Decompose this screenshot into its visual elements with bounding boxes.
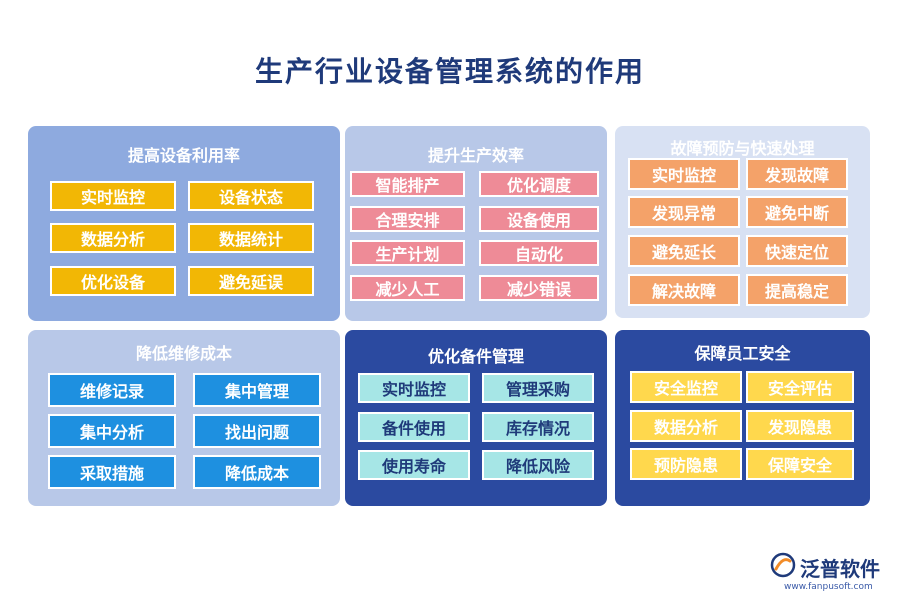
tag: 数据分析: [630, 410, 742, 442]
tag: 合理安排: [350, 206, 465, 232]
tag: 生产计划: [350, 240, 465, 266]
panel-fault-prevention: 故障预防与快速处理 实时监控 发现故障 发现异常 避免中断 避免延长 快速定位 …: [615, 126, 870, 318]
tag: 采取措施: [48, 455, 176, 489]
tag: 数据统计: [188, 223, 314, 253]
tag: 预防隐患: [630, 448, 742, 480]
tag: 库存情况: [482, 412, 594, 442]
logo-text: 泛普软件: [800, 556, 880, 581]
tag: 备件使用: [358, 412, 470, 442]
tag: 避免延误: [188, 266, 314, 296]
tag: 维修记录: [48, 373, 176, 407]
tag: 安全评估: [746, 371, 854, 403]
tag: 避免中断: [746, 196, 848, 228]
panel-spare-parts: 优化备件管理 实时监控 管理采购 备件使用 库存情况 使用寿命 降低风险: [345, 330, 607, 506]
fanpu-logo-icon: [770, 552, 796, 582]
tag: 发现隐患: [746, 410, 854, 442]
panel-title: 故障预防与快速处理: [670, 139, 815, 158]
tag: 自动化: [479, 240, 599, 266]
tag: 发现异常: [628, 196, 740, 228]
tag: 找出问题: [193, 414, 321, 448]
logo-url: www.fanpusoft.com: [784, 582, 873, 592]
tag: 减少人工: [350, 275, 465, 301]
tag: 设备使用: [479, 206, 599, 232]
tag: 管理采购: [482, 373, 594, 403]
panel-title: 提高设备利用率: [127, 146, 240, 165]
tag: 数据分析: [50, 223, 176, 253]
panel-title: 优化备件管理: [427, 347, 524, 366]
tag: 设备状态: [188, 181, 314, 211]
tag: 发现故障: [746, 158, 848, 190]
panel-reduce-maintenance-cost: 降低维修成本 维修记录 集中管理 集中分析 找出问题 采取措施 降低成本: [28, 330, 340, 506]
tag: 实时监控: [358, 373, 470, 403]
brand-logo: 泛普软件: [770, 552, 880, 582]
panel-improve-utilization: 提高设备利用率 实时监控 设备状态 数据分析 数据统计 优化设备 避免延误: [28, 126, 340, 321]
tag: 减少错误: [479, 275, 599, 301]
panel-employee-safety: 保障员工安全 安全监控 安全评估 数据分析 发现隐患 预防隐患 保障安全: [615, 330, 870, 506]
tag: 快速定位: [746, 235, 848, 267]
tag: 降低成本: [193, 455, 321, 489]
page-title: 生产行业设备管理系统的作用: [254, 55, 645, 88]
panel-improve-efficiency: 提升生产效率 智能排产 优化调度 合理安排 设备使用 生产计划 自动化 减少人工…: [345, 126, 607, 321]
tag: 保障安全: [746, 448, 854, 480]
tag: 优化设备: [50, 266, 176, 296]
tag: 解决故障: [628, 274, 740, 306]
panel-title: 保障员工安全: [694, 344, 791, 363]
tag: 实时监控: [628, 158, 740, 190]
panel-title: 提升生产效率: [427, 146, 524, 165]
tag: 提高稳定: [746, 274, 848, 306]
tag: 使用寿命: [358, 450, 470, 480]
tag: 安全监控: [630, 371, 742, 403]
tag: 智能排产: [350, 171, 465, 197]
tag: 实时监控: [50, 181, 176, 211]
panel-title: 降低维修成本: [135, 344, 232, 363]
tag: 避免延长: [628, 235, 740, 267]
tag: 降低风险: [482, 450, 594, 480]
tag: 优化调度: [479, 171, 599, 197]
tag: 集中分析: [48, 414, 176, 448]
tag: 集中管理: [193, 373, 321, 407]
